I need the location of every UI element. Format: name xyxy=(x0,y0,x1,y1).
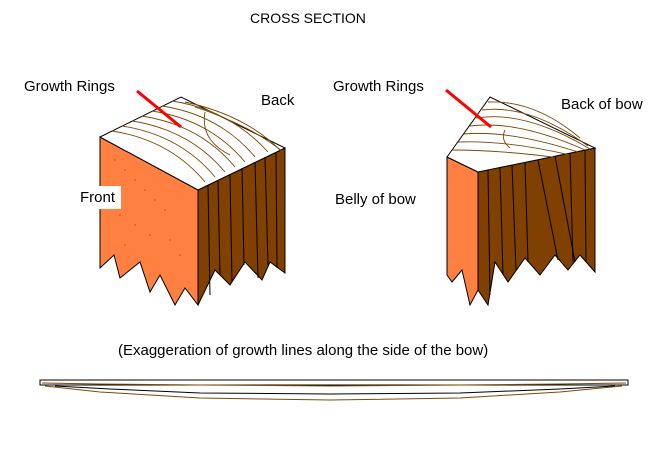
growth-line-2 xyxy=(54,385,616,395)
right-growth-rings-label: Growth Rings xyxy=(333,78,424,95)
right-growth-rings xyxy=(451,101,591,159)
left-growth-rings xyxy=(111,100,284,183)
right-side-face xyxy=(477,147,596,307)
left-front-label: Front xyxy=(74,186,122,209)
left-front-dots xyxy=(114,159,181,256)
left-back-label: Back xyxy=(261,92,295,109)
right-wood-block xyxy=(445,88,597,307)
right-side-grain xyxy=(487,149,587,296)
right-growth-rings-pointer xyxy=(445,88,492,129)
left-growth-rings-pointer xyxy=(136,89,182,129)
growth-line-1 xyxy=(41,382,627,387)
bow-side-view xyxy=(39,379,629,401)
bow-outline xyxy=(39,379,629,386)
left-wood-block xyxy=(98,89,287,307)
left-growth-rings-label: Growth Rings xyxy=(24,78,115,95)
right-belly-label: Belly of bow xyxy=(335,191,416,208)
growth-line-3 xyxy=(44,385,623,401)
diagram-title: CROSS SECTION xyxy=(250,10,366,26)
bow-caption: (Exaggeration of growth lines along the … xyxy=(118,342,489,359)
left-side-grain xyxy=(207,151,278,296)
right-end-grain xyxy=(446,96,597,173)
right-back-label: Back of bow xyxy=(561,96,643,113)
right-belly-face xyxy=(446,156,479,307)
